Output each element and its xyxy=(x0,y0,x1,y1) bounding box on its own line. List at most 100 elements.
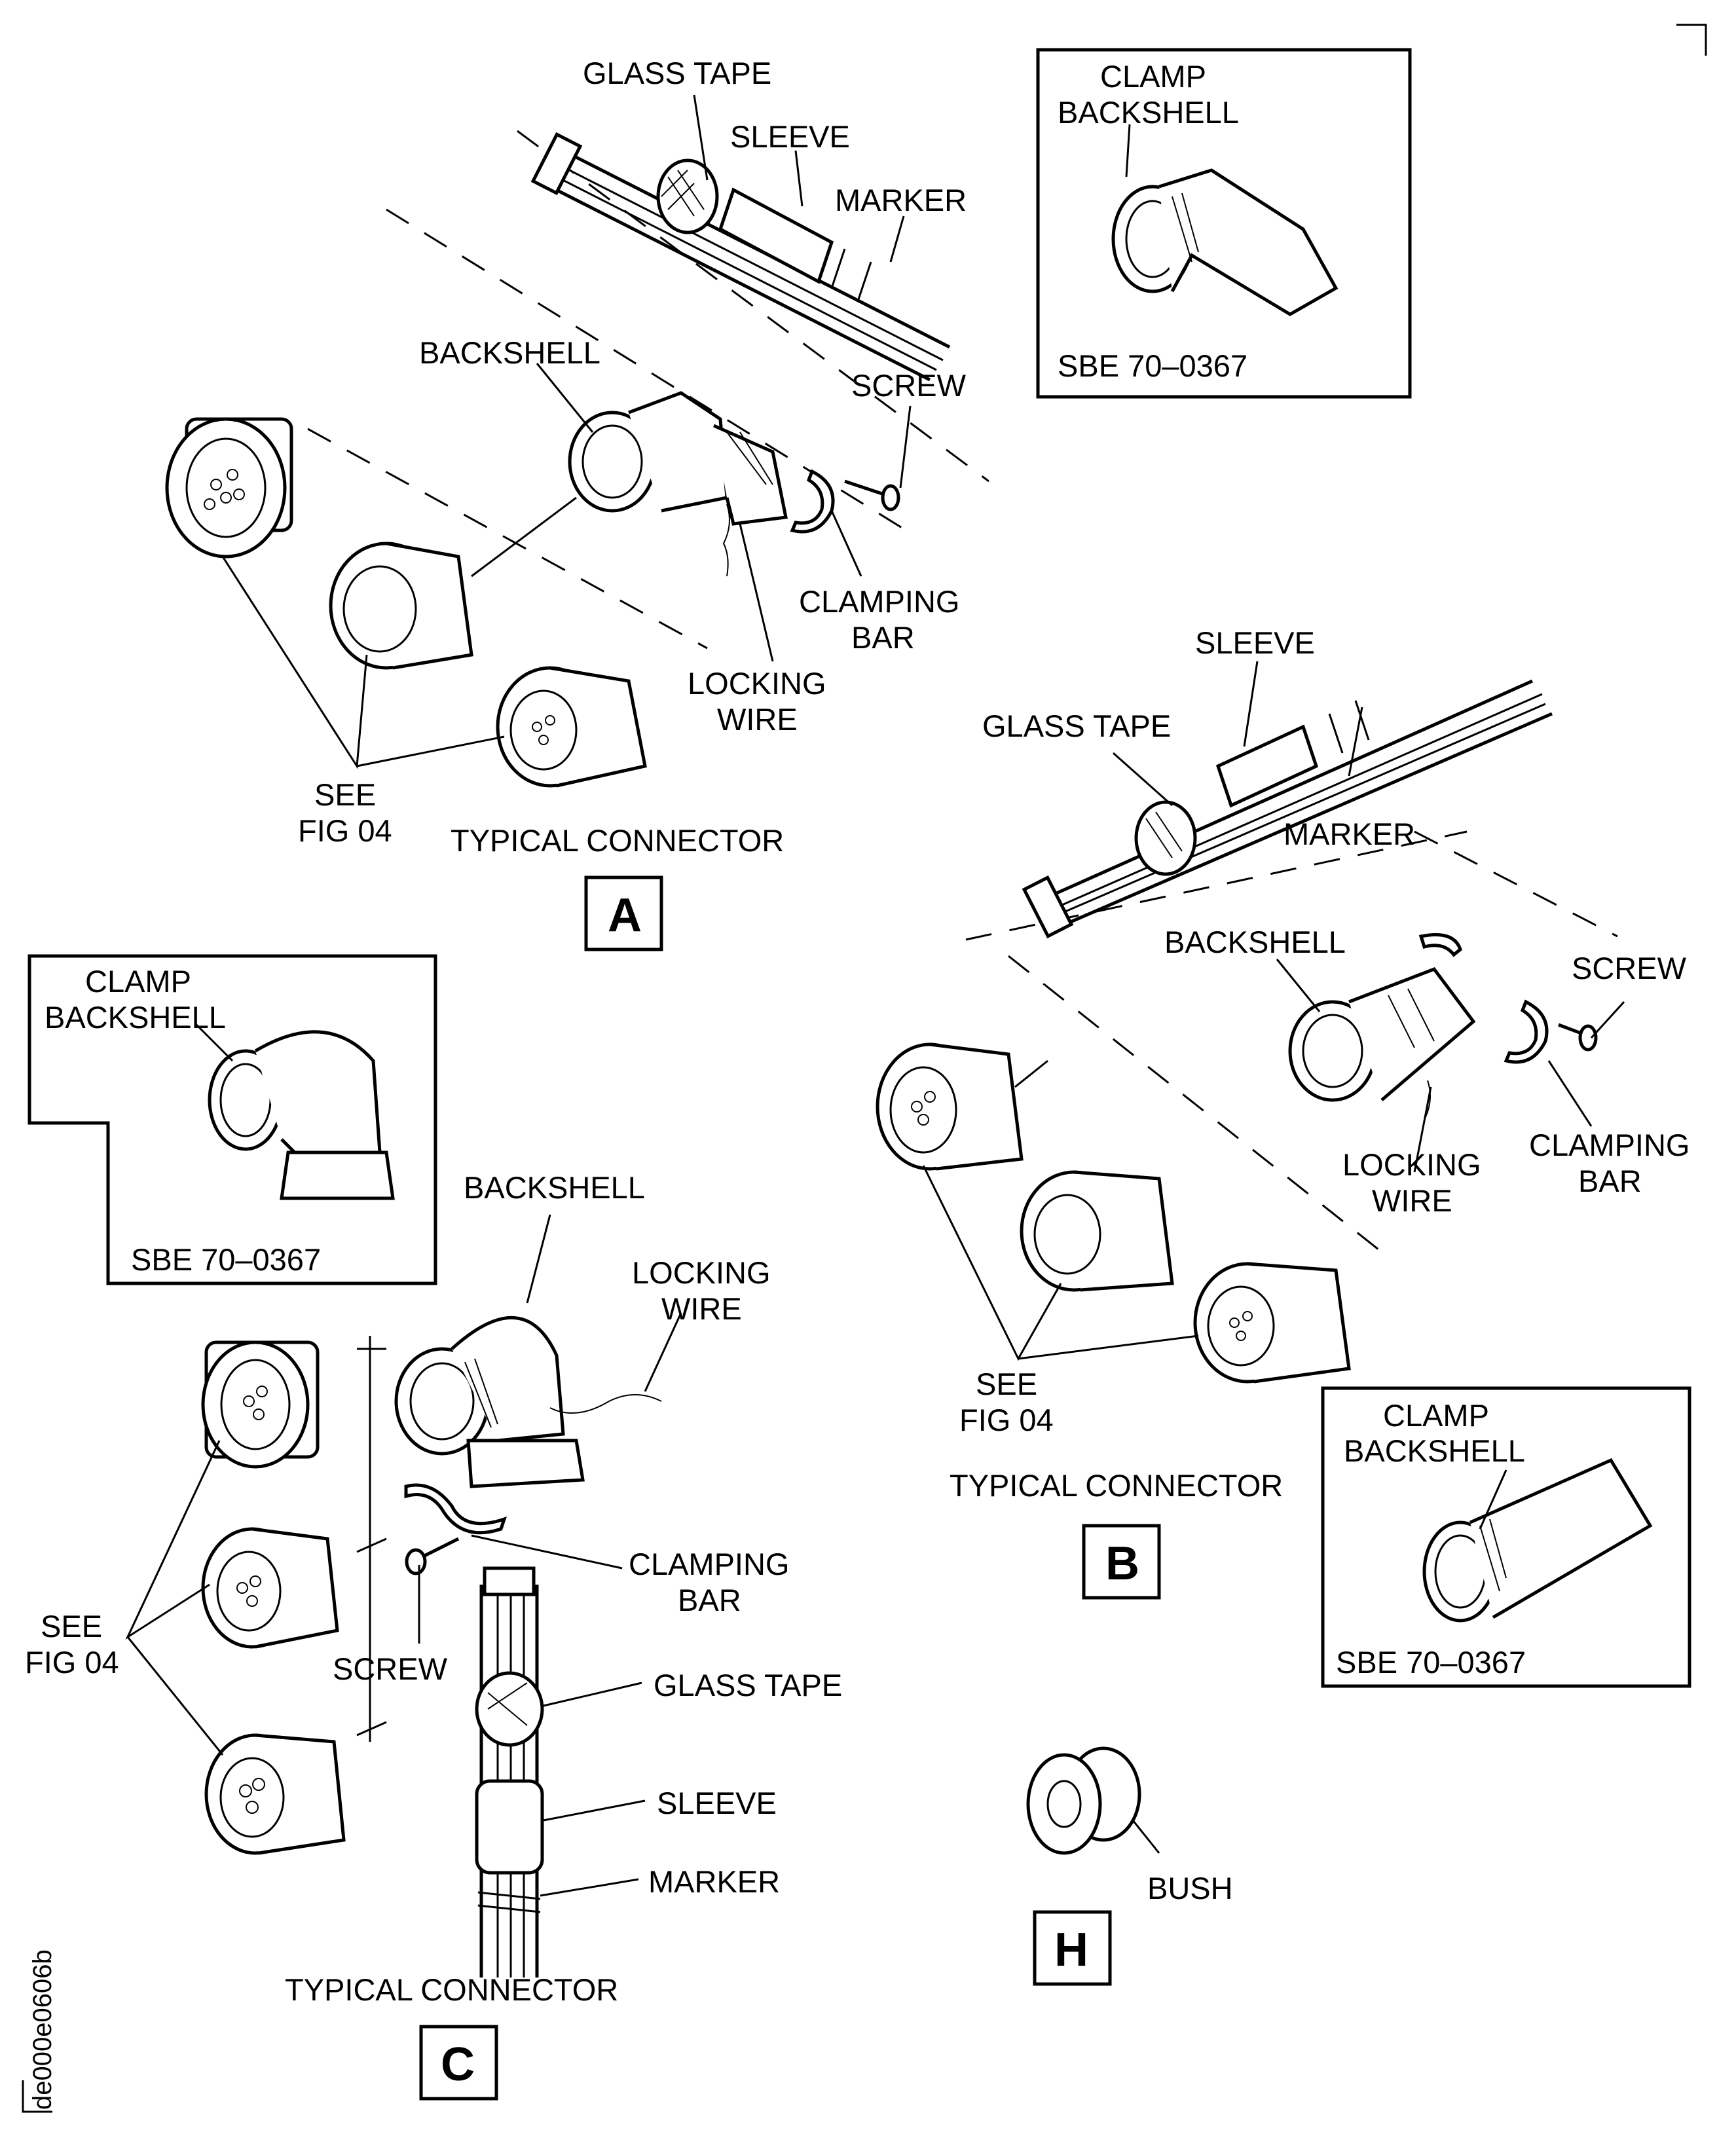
inset-title-2: BACKSHELL xyxy=(1058,95,1239,130)
backshell-b xyxy=(1288,966,1476,1102)
label-clamping-bar-1: CLAMPING xyxy=(799,584,960,619)
alignment-line xyxy=(1008,955,1389,1259)
label-marker: MARKER xyxy=(648,1864,780,1899)
label-backshell: BACKSHELL xyxy=(464,1170,645,1205)
alignment-line xyxy=(386,208,917,538)
inset-title-1: CLAMP xyxy=(85,964,191,999)
label-locking-wire-2: WIRE xyxy=(661,1291,742,1326)
leader-line xyxy=(543,1799,646,1822)
leader-line xyxy=(922,1165,1199,1361)
label-clamping-bar-2: BAR xyxy=(678,1583,741,1617)
bush xyxy=(1026,1746,1141,1855)
label-sleeve: SLEEVE xyxy=(730,119,850,154)
leader-line xyxy=(739,523,774,662)
label-bush: BUSH xyxy=(1147,1871,1233,1905)
caption-typical-connector: TYPICAL CONNECTOR xyxy=(950,1468,1283,1503)
inset-title-2: BACKSHELL xyxy=(45,1000,226,1035)
leader-line xyxy=(1113,752,1173,807)
alignment-line xyxy=(356,1348,387,1737)
clamping-bar-b xyxy=(1418,933,1462,957)
glass-tape xyxy=(1134,800,1197,876)
view-label-box xyxy=(1082,1524,1161,1600)
leader-line xyxy=(899,405,912,488)
inset-ref: SBE 70–0367 xyxy=(1336,1645,1526,1680)
label-clamping-bar-2: BAR xyxy=(851,620,915,655)
view-b: SLEEVE GLASS TAPE MARKER BACKSHELL SCREW… xyxy=(876,625,1691,1688)
view-h: BUSH H xyxy=(1026,1746,1233,1986)
label-clamping-bar-2: BAR xyxy=(1578,1164,1642,1198)
document-id: de000e0606b xyxy=(28,1949,57,2110)
label-locking-wire-2: WIRE xyxy=(1372,1183,1452,1218)
cable-assembly xyxy=(530,132,951,382)
alignment-line xyxy=(1414,830,1618,938)
view-label-box xyxy=(584,875,663,951)
leader-line xyxy=(543,1682,642,1707)
plug-connector-c-2 xyxy=(204,1733,346,1855)
label-marker: MARKER xyxy=(1284,817,1415,851)
leader-line xyxy=(1590,1001,1625,1039)
wire-ends xyxy=(530,132,583,196)
alignment-line xyxy=(1014,1059,1048,1088)
document-id-bracket xyxy=(22,2080,52,2113)
label-glass-tape: GLASS TAPE xyxy=(982,708,1171,743)
receptacle-connector-a xyxy=(165,417,293,559)
inset-clamp-backshell-c: CLAMP BACKSHELL SBE 70–0367 xyxy=(28,954,437,1285)
view-c: CLAMP BACKSHELL SBE 70–0367 xyxy=(25,954,842,2101)
inset-ref: SBE 70–0367 xyxy=(131,1242,321,1277)
leader-line xyxy=(889,215,905,263)
screw-c xyxy=(405,1537,460,1575)
leader-line xyxy=(1243,661,1259,747)
glass-tape xyxy=(656,158,719,234)
label-see-fig-1: SEE xyxy=(41,1609,102,1644)
label-locking-wire-1: LOCKING xyxy=(688,666,826,701)
inset-title-1: CLAMP xyxy=(1383,1398,1489,1433)
sleeve xyxy=(718,187,834,284)
caption-typical-connector: TYPICAL CONNECTOR xyxy=(285,1972,618,2007)
view-label-box xyxy=(419,2025,498,2101)
leader-line xyxy=(794,150,803,207)
leader-line xyxy=(1276,959,1321,1012)
alignment-line xyxy=(517,130,989,483)
cable-assembly-b xyxy=(1022,679,1553,939)
label-see-fig-1: SEE xyxy=(976,1367,1037,1401)
plug-connector-b-3 xyxy=(1193,1262,1351,1384)
receptacle-connector-c xyxy=(201,1340,320,1469)
label-see-fig-2: FIG 04 xyxy=(25,1645,119,1680)
plug-connector-straight-a xyxy=(496,666,647,788)
view-label: C xyxy=(441,2038,475,2091)
sleeve xyxy=(475,1779,544,1875)
backshell-a xyxy=(568,391,788,526)
backshell-c xyxy=(394,1316,585,1488)
leader-line xyxy=(125,1440,224,1756)
inset-clamp-backshell-b: CLAMP BACKSHELL SBE 70–0367 xyxy=(1321,1386,1691,1688)
view-a: GLASS TAPE SLEEVE MARKER BACKSHELL SCREW… xyxy=(165,48,1412,951)
inset-clamp-backshell-a: CLAMP BACKSHELL SBE 70–0367 xyxy=(1036,48,1412,399)
label-locking-wire-2: WIRE xyxy=(717,702,798,737)
inset-title-1: CLAMP xyxy=(1100,59,1206,94)
view-label: B xyxy=(1105,1537,1139,1590)
alignment-line xyxy=(307,428,708,650)
screw-a xyxy=(844,479,900,511)
leader-line xyxy=(471,1534,623,1570)
corner-mark xyxy=(1676,24,1707,56)
inset-ref: SBE 70–0367 xyxy=(1058,348,1247,383)
label-backshell: BACKSHELL xyxy=(1164,925,1346,959)
view-label: H xyxy=(1054,1924,1088,1976)
label-locking-wire-1: LOCKING xyxy=(632,1255,771,1290)
marker xyxy=(830,248,872,302)
leader-line xyxy=(830,510,862,577)
leader-line xyxy=(693,94,709,181)
leader-line xyxy=(221,556,505,769)
label-glass-tape: GLASS TAPE xyxy=(654,1668,842,1702)
label-marker: MARKER xyxy=(835,183,967,217)
plug-connector-b-1 xyxy=(876,1042,1024,1171)
leader-line xyxy=(1413,1086,1432,1173)
label-sleeve: SLEEVE xyxy=(1195,625,1315,660)
label-locking-wire-1: LOCKING xyxy=(1342,1147,1481,1182)
label-backshell: BACKSHELL xyxy=(419,335,600,370)
clamping-bar-c xyxy=(404,1483,507,1535)
alignment-line xyxy=(471,496,577,578)
clamping-bar-a xyxy=(790,469,835,534)
label-screw: SCREW xyxy=(333,1651,448,1686)
view-label-box xyxy=(1033,1910,1112,1986)
